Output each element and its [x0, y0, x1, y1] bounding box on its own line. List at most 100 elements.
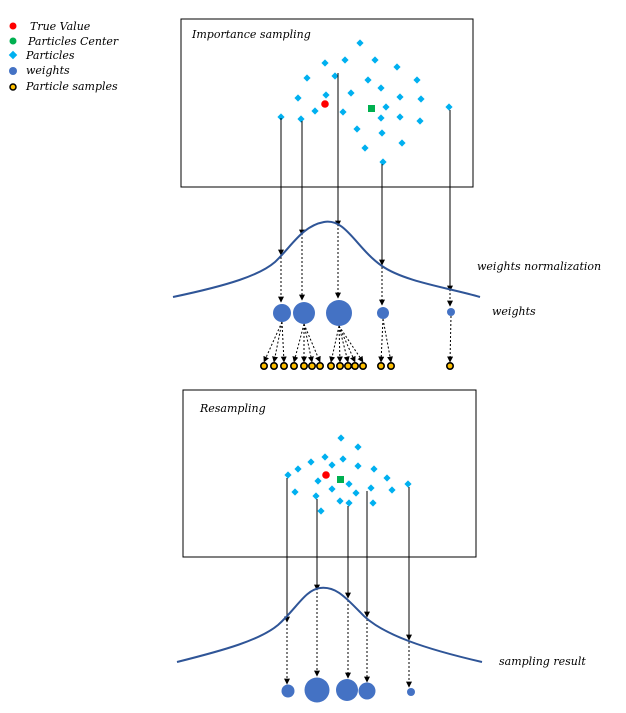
particle-diamond [382, 103, 390, 111]
particle-sample-ring [269, 361, 278, 370]
legend-particle-samples-marker [9, 83, 17, 91]
bottom-true-value-dot [322, 471, 330, 479]
top-weights-group [273, 300, 455, 326]
particle-diamond [364, 76, 372, 84]
importance-sampling-panel [180, 18, 474, 188]
sample-fan-arrow [263, 321, 283, 363]
particle-diamond [291, 488, 299, 496]
particle-diamond [321, 453, 329, 461]
bottom-particles-center-marker [337, 476, 344, 483]
importance-sampling-title: Importance sampling [191, 28, 311, 41]
particle-sample-ring [326, 361, 335, 370]
result-weight-circle [407, 688, 415, 696]
sample-fan-arrow [378, 318, 385, 363]
resampling-title: Resampling [199, 402, 266, 415]
particle-diamond [297, 115, 305, 123]
particle-sample-ring [335, 361, 344, 370]
particle-diamond [345, 499, 353, 507]
bottom-result-curve [176, 586, 483, 663]
particle-diamond [337, 434, 345, 442]
bottom-result-weights-group [281, 677, 415, 703]
particle-diamond [307, 458, 315, 466]
particle-diamond [354, 443, 362, 451]
particle-diamond [393, 63, 401, 71]
top-particles-group [277, 39, 453, 166]
particle-diamond [361, 144, 369, 152]
particle-diamond [367, 484, 375, 492]
particle-sample-ring [299, 361, 308, 370]
particle-diamond [339, 108, 347, 116]
particle-sample-ring [386, 361, 395, 370]
particle-diamond [317, 507, 325, 515]
particle-diamond [416, 117, 424, 125]
weight-circle [293, 302, 315, 324]
particle-sample-ring [350, 361, 359, 370]
bottom-particles-group [284, 434, 412, 515]
particle-diamond [369, 499, 377, 507]
particle-diamond [352, 489, 360, 497]
particle-diamond [294, 94, 302, 102]
particle-diamond [328, 461, 336, 469]
legend-true-value-label: True Value [30, 20, 91, 33]
particle-diamond [398, 139, 406, 147]
sample-fan-arrow [272, 321, 283, 363]
particle-diamond [331, 72, 339, 80]
particle-diamond [377, 84, 385, 92]
weight-circle [326, 300, 352, 326]
sample-fan-arrows-group [263, 315, 454, 363]
sample-fan-arrow [338, 325, 350, 363]
particle-diamond [328, 485, 336, 493]
particle-diamond [383, 474, 391, 482]
particle-sample-ring [259, 361, 268, 370]
particle-diamond [377, 114, 385, 122]
particle-diamond [277, 113, 285, 121]
legend-weights-label: weights [26, 64, 70, 77]
top-true-value-dot [321, 100, 329, 108]
particle-diamond [321, 59, 329, 67]
legend-true-value-marker [9, 22, 17, 30]
top-particles-center-marker [368, 105, 375, 112]
particle-diamond [404, 480, 412, 488]
particle-sample-ring [279, 361, 288, 370]
particle-diamond [370, 465, 378, 473]
particle-diamond [294, 465, 302, 473]
particle-diamond [413, 76, 421, 84]
particle-diamond [347, 89, 355, 97]
particle-diamond [371, 56, 379, 64]
sampling-result-label: sampling result [499, 655, 586, 668]
top-arrows-group [278, 73, 453, 307]
particle-diamond [314, 477, 322, 485]
sample-fan-arrow [447, 315, 454, 363]
particle-diamond [303, 74, 311, 82]
sample-fan-arrow [338, 325, 356, 363]
particle-diamond [311, 107, 319, 115]
sample-fan-arrow [338, 325, 364, 363]
weights-label: weights [492, 305, 536, 318]
sample-fan-arrow [329, 325, 340, 363]
legend-particle-samples-label: Particle samples [25, 80, 118, 93]
result-weight-circle [281, 684, 295, 698]
result-weight-circle [336, 679, 358, 701]
particle-diamond [339, 455, 347, 463]
particle-sample-ring [376, 361, 385, 370]
particle-diamond [417, 95, 425, 103]
sample-fan-arrow [303, 323, 321, 363]
particle-diamond [312, 492, 320, 500]
particle-diamond [353, 125, 361, 133]
legend-particles-center-marker [9, 37, 17, 45]
particle-diamond [396, 113, 404, 121]
particle-diamond [378, 129, 386, 137]
particle-sample-ring [289, 361, 298, 370]
sample-fan-arrow [382, 318, 393, 363]
particle-diamond [388, 486, 396, 494]
particle-sample-ring [358, 361, 367, 370]
particle-diamond [445, 103, 453, 111]
weights-normalization-label: weights normalization [477, 260, 601, 273]
particle-diamond [336, 497, 344, 505]
sample-fan-arrow [292, 323, 305, 363]
particle-diamond [354, 462, 362, 470]
resampling-panel [182, 389, 477, 558]
result-weight-circle [304, 677, 330, 703]
legend-weights-marker [9, 67, 17, 75]
particle-diamond [341, 56, 349, 64]
